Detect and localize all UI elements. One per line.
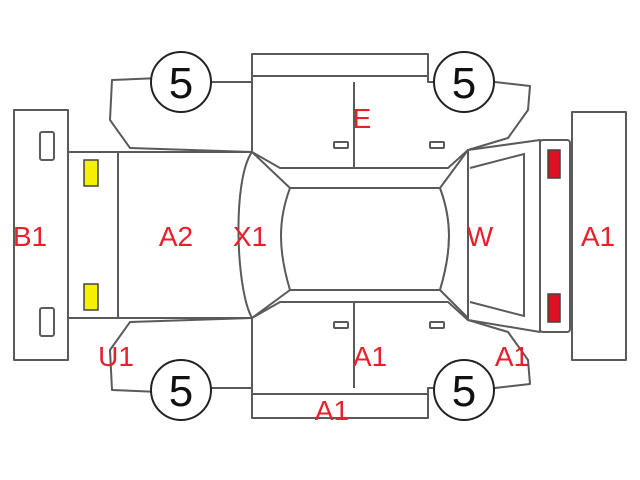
tire-front-bottom: 5 <box>433 359 495 421</box>
code-trunk: A2 <box>159 221 193 252</box>
rear-bumper-clip-bottom <box>39 307 55 337</box>
front-bumper-panel <box>571 111 627 361</box>
door-handle-rear-top <box>333 141 349 149</box>
rear-bumper-clip-top <box>39 131 55 161</box>
top-roof-rail <box>251 53 429 77</box>
windshield-panel <box>439 149 471 321</box>
code-windshield: W <box>467 221 494 252</box>
roof-panel <box>280 187 450 291</box>
code-front-fender-bottom: A1 <box>495 341 529 372</box>
tire-rear-top: 5 <box>150 51 212 113</box>
door-handle-rear-bottom <box>333 321 349 329</box>
tire-rear-bottom-value: 5 <box>169 367 193 416</box>
code-front-bumper: A1 <box>581 221 615 252</box>
rear-lamp-marker-bottom <box>83 283 99 311</box>
code-door-bottom: A1 <box>353 341 387 372</box>
code-roof-door-top: E <box>353 103 372 134</box>
bottom-rocker-rail <box>251 393 429 419</box>
code-rear-bumper: B1 <box>13 221 47 252</box>
tire-rear-top-value: 5 <box>169 59 193 108</box>
rear-lamp-marker-top <box>83 159 99 187</box>
door-handle-front-top <box>429 141 445 149</box>
code-rear-quarter-bottom: U1 <box>98 341 134 372</box>
tire-front-top: 5 <box>433 51 495 113</box>
code-rocker-bottom: A1 <box>315 395 349 426</box>
tire-rear-bottom: 5 <box>150 359 212 421</box>
tire-front-top-value: 5 <box>452 59 476 108</box>
front-lamp-marker-bottom <box>547 293 561 323</box>
code-rear-glass: X1 <box>233 221 267 252</box>
rear-bumper-panel <box>13 109 69 361</box>
rear-glass-panel <box>237 151 291 319</box>
tire-front-bottom-value: 5 <box>452 367 476 416</box>
front-lamp-marker-top <box>547 149 561 179</box>
door-handle-front-bottom <box>429 321 445 329</box>
hood-panel <box>467 139 541 333</box>
hood-crease <box>469 152 525 318</box>
